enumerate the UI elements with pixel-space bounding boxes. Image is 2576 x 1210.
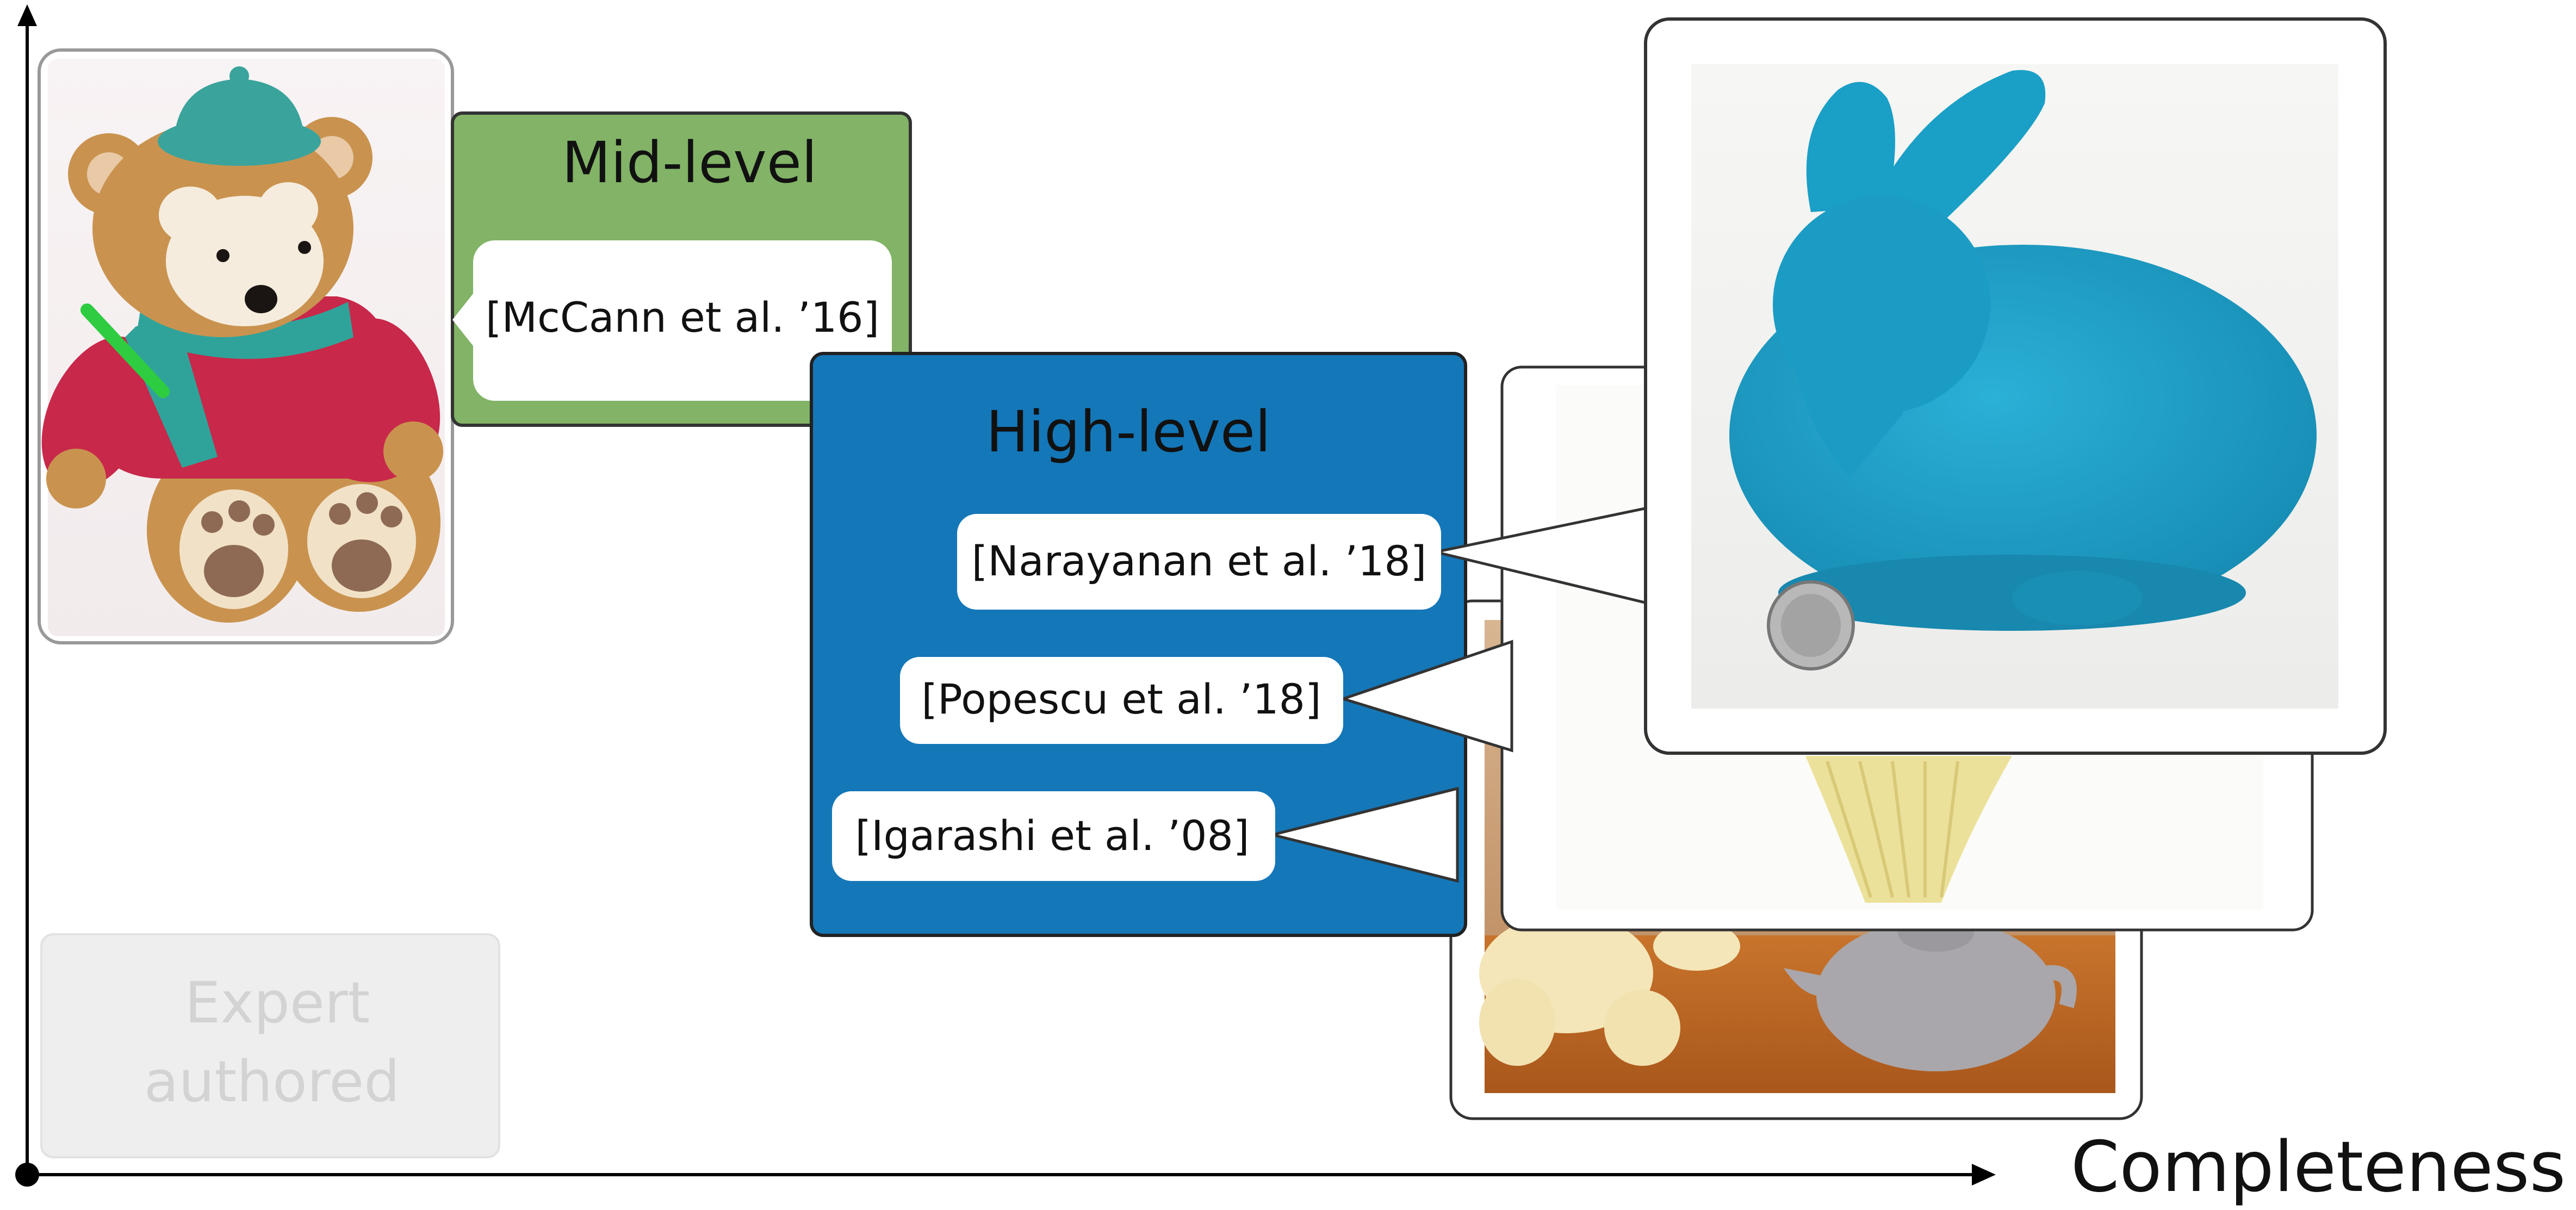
mccann-bubble-pointer xyxy=(452,294,473,346)
mccann-citation-bubble xyxy=(473,240,892,401)
popescu-citation-bubble xyxy=(900,657,1343,744)
popescu-citation: [Popescu et al. ’18] xyxy=(921,675,1321,723)
x-axis-label: Completeness xyxy=(2071,1127,2566,1208)
mid-level-box: Mid-level [McCann et al. ’16] xyxy=(451,111,912,427)
igarashi-callout-pointer xyxy=(1272,786,1459,883)
y-axis-arrow-icon xyxy=(17,4,37,26)
popescu-callout-pointer xyxy=(1338,640,1513,753)
expert-authored-box: Expert authored xyxy=(40,933,500,1158)
coin-icon xyxy=(1767,580,1855,671)
expert-box-bg xyxy=(40,933,500,1158)
igarashi-citation-bubble xyxy=(832,791,1275,881)
axes: Completeness xyxy=(15,4,2566,1208)
teddy-bear-card xyxy=(38,48,454,644)
narayanan-citation: [Narayanan et al. ’18] xyxy=(972,537,1427,585)
mccann-citation: [McCann et al. ’16] xyxy=(486,293,879,342)
origin-dot xyxy=(15,1163,39,1187)
expert-label-line-1: Expert xyxy=(185,970,370,1036)
knitted-bunny-icon xyxy=(1729,70,2317,631)
mid-level-title: Mid-level xyxy=(562,129,817,196)
bunny-photo xyxy=(1691,64,2338,709)
high-level-title: High-level xyxy=(986,399,1271,465)
igarashi-citation: [Igarashi et al. ’08] xyxy=(855,811,1250,860)
bunny-card xyxy=(1644,17,2387,755)
x-axis-arrow-icon xyxy=(1972,1164,1996,1186)
teddy-bear-icon xyxy=(41,66,443,623)
narayanan-citation-bubble xyxy=(957,514,1441,610)
high-box-bg xyxy=(810,352,1467,937)
expert-label-line-2: authored xyxy=(144,1048,400,1115)
